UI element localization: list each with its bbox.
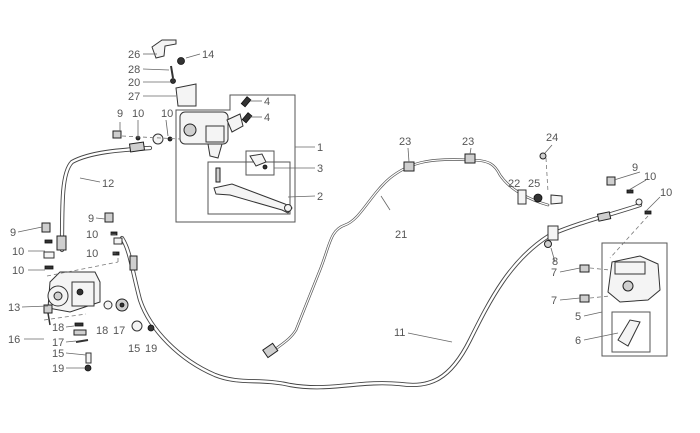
callout-8: 8 [552, 256, 558, 268]
callout-10g: 10 [644, 171, 656, 183]
brake-pads-6 [617, 319, 641, 347]
clamp-26 [151, 39, 177, 59]
callout-3: 3 [317, 163, 323, 175]
callout-11: 11 [394, 327, 405, 339]
abs-mount-parts [43, 298, 155, 372]
callout-6: 6 [575, 335, 581, 347]
callout-20: 20 [128, 77, 140, 89]
brake-hose-12 [56, 141, 153, 253]
callout-10b: 10 [161, 108, 173, 120]
callout-15a: 15 [52, 348, 64, 360]
callout-24: 24 [546, 132, 558, 144]
callout-9c: 9 [88, 213, 94, 225]
callout-5: 5 [575, 311, 581, 323]
bolts-4 [226, 96, 253, 133]
callout-9b: 9 [10, 227, 16, 239]
nut-14 [177, 57, 185, 65]
callout-9d: 9 [632, 162, 638, 174]
brake-caliper-5 [607, 255, 661, 303]
banjo-bolt-9-top [112, 130, 173, 145]
caliper-bolts-7 [579, 264, 611, 303]
callout-18a: 18 [52, 322, 64, 334]
callout-18b: 18 [96, 325, 108, 337]
screw-28 [170, 65, 174, 79]
callout-4a: 4 [264, 96, 270, 108]
banjo-bolt-9-right [606, 176, 652, 215]
switch-3 [249, 153, 268, 170]
leader-lines [17, 53, 661, 369]
callout-1: 1 [317, 142, 323, 154]
bolt-8 [544, 240, 552, 248]
nut-25 [533, 193, 543, 203]
wheel-speed-sensor [550, 194, 563, 205]
callout-10e: 10 [86, 229, 98, 241]
brake-hose-11 [119, 202, 643, 390]
master-cylinder [179, 111, 229, 159]
callout-2: 2 [317, 191, 323, 203]
washer-20 [170, 78, 176, 84]
callout-12: 12 [102, 178, 114, 190]
callout-25: 25 [528, 178, 540, 190]
callout-10h: 10 [660, 187, 672, 199]
callout-9a: 9 [117, 108, 123, 120]
callout-10d: 10 [12, 265, 24, 277]
callout-16: 16 [8, 334, 20, 346]
brake-lever-2 [213, 167, 293, 214]
callout-27: 27 [128, 91, 140, 103]
clip-22 [517, 189, 527, 205]
reservoir-bracket-27 [175, 83, 197, 107]
abs-modulator-13 [47, 271, 101, 313]
callout-10f: 10 [86, 248, 98, 260]
assembly-box-1 [175, 94, 296, 223]
callout-10a: 10 [132, 108, 144, 120]
callout-19a: 19 [52, 363, 64, 375]
callout-23b: 23 [462, 136, 474, 148]
callout-7b: 7 [551, 295, 557, 307]
bolt-24 [539, 152, 547, 160]
callout-14: 14 [202, 49, 214, 61]
callout-13: 13 [8, 302, 20, 314]
callout-17a: 17 [52, 337, 64, 349]
callout-28: 28 [128, 64, 140, 76]
callout-15b: 15 [128, 343, 140, 355]
clip-23-left [403, 161, 415, 172]
abs-fittings [41, 212, 123, 270]
assembly-box-2 [207, 161, 291, 215]
callout-4b: 4 [264, 112, 270, 124]
clip-23-right [464, 153, 476, 164]
callout-10c: 10 [12, 246, 24, 258]
callout-22: 22 [508, 178, 520, 190]
callout-21: 21 [395, 229, 407, 241]
callout-26: 26 [128, 49, 140, 61]
assembly-box-3 [245, 150, 275, 176]
sensor-cable-21 [262, 158, 550, 359]
callout-7a: 7 [551, 267, 557, 279]
pad-box-6 [611, 311, 651, 353]
callout-19b: 19 [145, 343, 157, 355]
callout-23a: 23 [399, 136, 411, 148]
caliper-box-5 [601, 242, 668, 357]
callout-17b: 17 [113, 325, 125, 337]
